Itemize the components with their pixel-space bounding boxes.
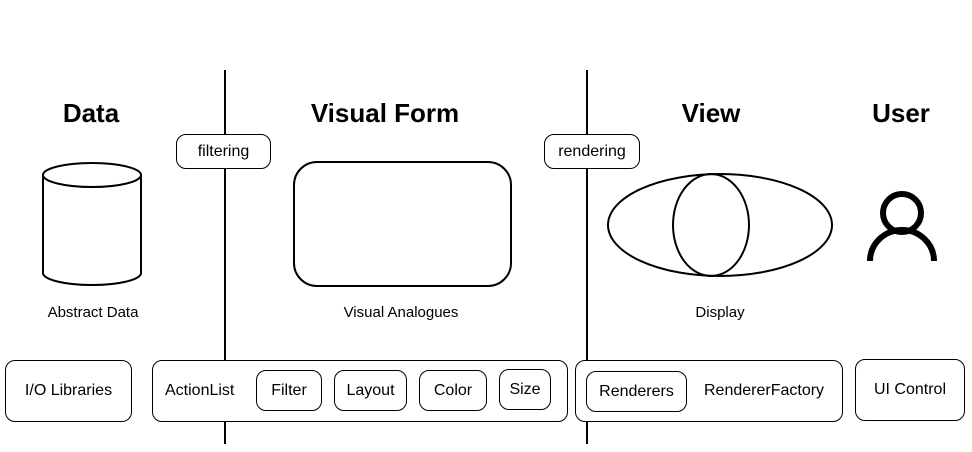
action-list-label: ActionList xyxy=(165,382,235,399)
layout-box: Layout xyxy=(334,370,407,411)
caption-display: Display xyxy=(695,304,745,321)
size-box: Size xyxy=(499,369,551,410)
visual-form-shape xyxy=(293,161,512,287)
separator-data-visual xyxy=(224,70,226,444)
ui-control-box: UI Control xyxy=(855,359,965,421)
eye-icon xyxy=(607,173,833,277)
caption-visual-analogues: Visual Analogues xyxy=(343,304,459,321)
caption-abstract-data: Abstract Data xyxy=(47,304,139,321)
color-box: Color xyxy=(419,370,487,411)
rendering-label: rendering xyxy=(544,134,640,169)
stage-heading-view: View xyxy=(681,98,741,128)
stage-heading-visual-form: Visual Form xyxy=(310,98,460,128)
separator-visual-view xyxy=(586,70,588,444)
renderers-box: Renderers xyxy=(586,371,687,412)
user-icon xyxy=(867,191,937,262)
filtering-label: filtering xyxy=(176,134,271,169)
stage-heading-user: User xyxy=(872,98,930,128)
stage-heading-data: Data xyxy=(62,98,120,128)
database-cylinder-icon xyxy=(42,162,142,286)
renderer-factory-label: RendererFactory xyxy=(704,382,825,399)
io-libraries-box: I/O Libraries xyxy=(5,360,132,422)
filter-box: Filter xyxy=(256,370,322,411)
